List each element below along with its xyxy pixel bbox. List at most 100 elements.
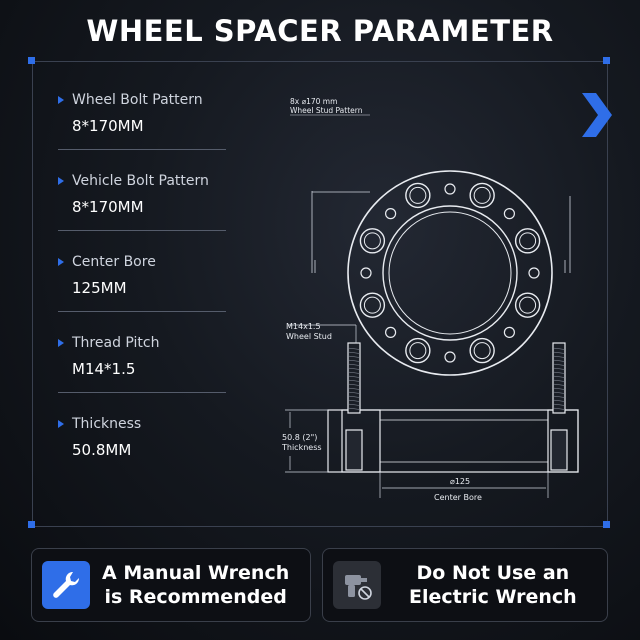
stud-hole	[409, 186, 427, 204]
mounting-hole	[528, 267, 540, 279]
thread-line	[347, 407, 361, 410]
frame-corner	[28, 521, 35, 528]
thread-line	[552, 367, 566, 370]
thread-line	[552, 363, 566, 366]
bore-label-line1: ⌀125	[450, 477, 470, 486]
parameter-list: Wheel Bolt Pattern 8*170MM Vehicle Bolt …	[58, 92, 228, 497]
stud-hole	[405, 337, 431, 364]
thread-line	[552, 399, 566, 402]
stud-hole	[473, 186, 491, 204]
thread-line	[552, 371, 566, 374]
mounting-hole	[360, 267, 372, 279]
thread-line	[552, 387, 566, 390]
thickness-label-line1: 50.8 (2")	[282, 433, 317, 442]
thread-line	[347, 387, 361, 390]
mounting-hole	[444, 183, 456, 195]
no-drill-icon	[333, 561, 381, 609]
mounting-hole	[385, 208, 397, 220]
warning-line1: Do Not Use an	[416, 562, 570, 584]
thread-line	[347, 375, 361, 378]
stud-hole	[469, 337, 495, 364]
stud-hole	[363, 296, 381, 314]
thread-line	[347, 351, 361, 354]
stud-hole	[409, 342, 427, 360]
bullet-icon	[58, 96, 64, 104]
warning-line2: Electric Wrench	[409, 586, 577, 608]
stud-hole	[473, 342, 491, 360]
param-center-bore: Center Bore 125MM	[58, 254, 228, 335]
spacer-side-view	[327, 342, 579, 473]
param-vehicle-bolt-pattern: Vehicle Bolt Pattern 8*170MM	[58, 173, 228, 254]
thread-line	[347, 371, 361, 374]
param-thread-pitch: Thread Pitch M14*1.5	[58, 335, 228, 416]
manual-wrench-recommended-badge: A Manual Wrench is Recommended	[31, 548, 311, 622]
mounting-hole	[444, 351, 456, 363]
pattern-label-line1: 8x ⌀170 mm	[290, 97, 337, 106]
thread-line	[552, 391, 566, 394]
stud-hole	[514, 292, 541, 318]
param-label: Center Bore	[72, 254, 156, 270]
thickness-label-line2: Thickness	[281, 443, 322, 452]
param-value: 125MM	[72, 279, 127, 297]
mounting-holes	[360, 183, 540, 363]
param-value: 8*170MM	[72, 198, 144, 216]
bullet-icon	[58, 177, 64, 185]
param-label: Thread Pitch	[72, 335, 160, 351]
thread-line	[347, 399, 361, 402]
thread-line	[347, 391, 361, 394]
stud-hole	[359, 292, 386, 318]
param-value: 8*170MM	[72, 117, 144, 135]
bore-label-line2: Center Bore	[434, 493, 482, 502]
thread-line	[552, 395, 566, 398]
page-title: WHEEL SPACER PARAMETER	[86, 14, 554, 48]
thread-line	[552, 379, 566, 382]
divider	[58, 230, 226, 231]
thread-line	[552, 407, 566, 410]
frame-corner	[28, 57, 35, 64]
mounting-hole	[385, 326, 397, 338]
divider	[58, 311, 226, 312]
frame-corner	[603, 57, 610, 64]
divider	[58, 149, 226, 150]
mounting-hole	[503, 208, 515, 220]
thread-line	[347, 355, 361, 358]
thread-line	[552, 351, 566, 354]
stud-hole	[469, 182, 495, 209]
thread-line	[347, 383, 361, 386]
thread-line	[552, 383, 566, 386]
thread-line	[347, 379, 361, 382]
thread-line	[347, 359, 361, 362]
thread-line	[347, 395, 361, 398]
thread-line	[552, 403, 566, 406]
bullet-icon	[58, 258, 64, 266]
stud-hole	[519, 232, 537, 250]
thread-line	[347, 363, 361, 366]
param-value: 50.8MM	[72, 441, 132, 459]
param-thickness: Thickness 50.8MM	[58, 416, 228, 497]
param-wheel-bolt-pattern: Wheel Bolt Pattern 8*170MM	[58, 92, 228, 173]
stud-label-line1: M14x1.5	[286, 322, 321, 331]
stud-holes	[359, 182, 541, 364]
spacer-diagram: 8x ⌀170 mm Wheel Stud Pattern	[281, 97, 579, 502]
bullet-icon	[58, 420, 64, 428]
recommended-line2: is Recommended	[104, 586, 287, 608]
stud-hole	[519, 296, 537, 314]
thread-line	[347, 403, 361, 406]
side-dimensions	[285, 324, 549, 498]
stud-hole	[359, 228, 386, 254]
spacer-top-view	[347, 170, 553, 376]
param-label: Vehicle Bolt Pattern	[72, 173, 209, 189]
stud-hole	[405, 182, 431, 209]
stud-threads	[347, 347, 566, 410]
param-label: Wheel Bolt Pattern	[72, 92, 203, 108]
frame-corner	[603, 521, 610, 528]
stud-hole	[363, 232, 381, 250]
thread-line	[347, 347, 361, 350]
thread-line	[552, 375, 566, 378]
param-value: M14*1.5	[72, 360, 136, 378]
divider	[58, 392, 226, 393]
bullet-icon	[58, 339, 64, 347]
pattern-dimension	[311, 191, 571, 273]
stud-label-line2: Wheel Stud	[286, 332, 332, 341]
